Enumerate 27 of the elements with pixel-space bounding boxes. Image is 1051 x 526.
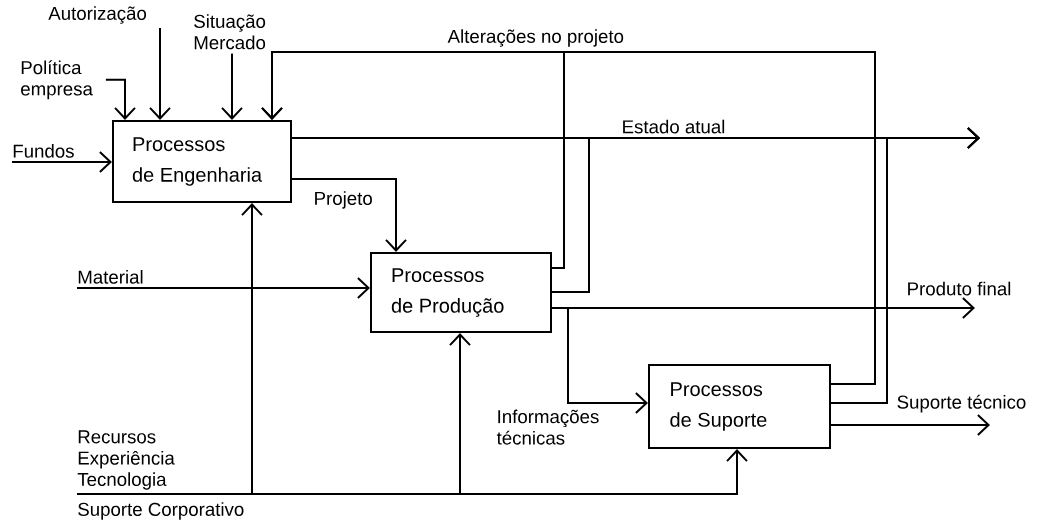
arrow <box>221 52 243 120</box>
process-box: Processos de Engenharia <box>112 120 292 203</box>
input-label: Material <box>78 270 143 284</box>
arrow <box>104 78 136 120</box>
edge-label: Projeto <box>312 189 375 211</box>
edge-label: Alterações no projeto <box>446 27 626 49</box>
input-label: Fundos <box>13 144 74 158</box>
control-label: Situação Mercado <box>194 14 266 50</box>
arrow <box>830 127 980 404</box>
arrow <box>76 449 748 495</box>
edge-label: Estado atual <box>620 118 727 135</box>
arrow <box>551 307 648 414</box>
mechanism-label: Suporte Corporativo <box>78 502 244 520</box>
arrow <box>149 27 171 120</box>
mechanism-label: Recursos Experiência Tecnologia <box>77 430 175 490</box>
arrow <box>291 178 407 252</box>
arrow <box>830 414 990 436</box>
edge-label: Produto final <box>905 280 1013 297</box>
process-box: Processos de Suporte <box>648 364 831 449</box>
control-label: Política empresa <box>21 60 93 100</box>
edge-label: Informações técnicas <box>495 408 610 446</box>
control-label: Autorização <box>48 6 147 24</box>
arrow <box>76 277 370 299</box>
edge-label: Suporte técnico <box>895 393 1028 414</box>
arrow <box>261 51 876 385</box>
process-box: Processos de Produção <box>370 252 552 333</box>
arrow <box>11 151 112 173</box>
